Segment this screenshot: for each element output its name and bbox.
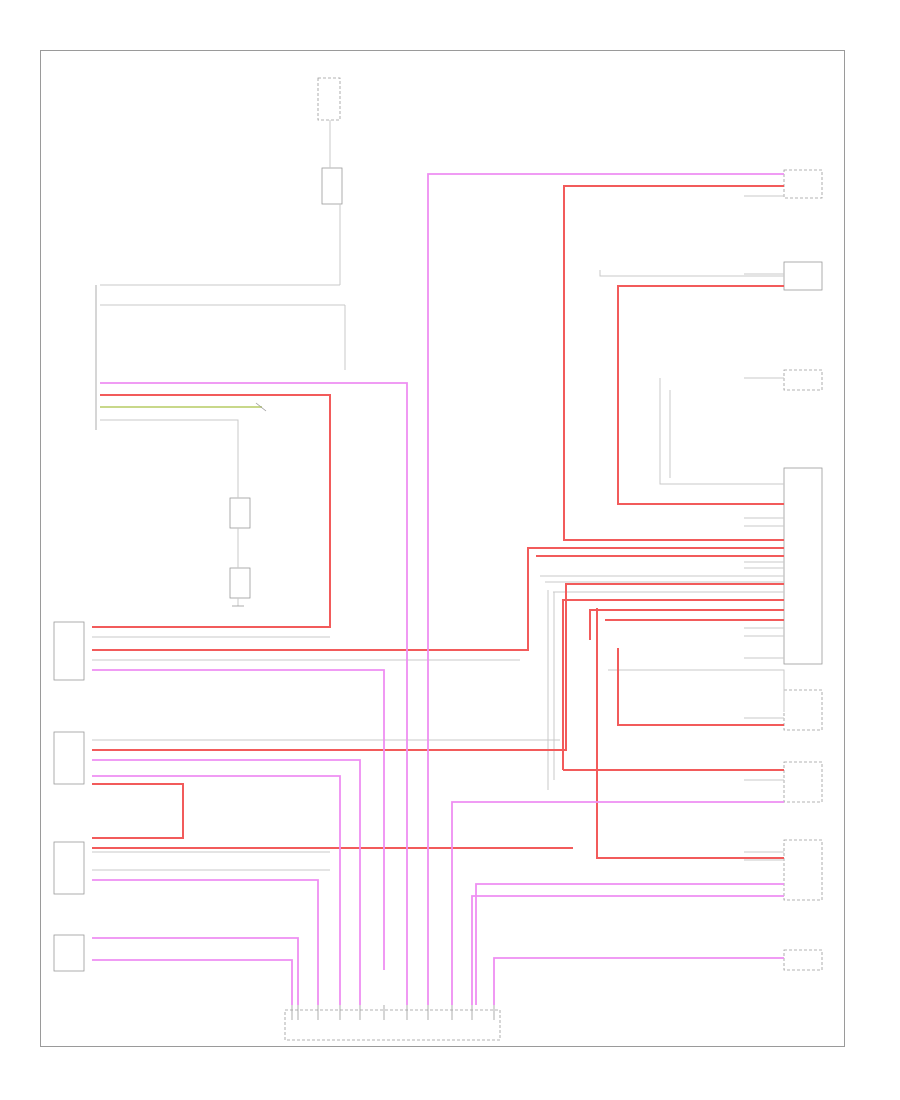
diagram-frame <box>40 50 845 1047</box>
seat-control-switch-left <box>53 731 85 785</box>
steering-module <box>783 369 823 391</box>
fuse-lower <box>229 567 251 599</box>
red-wires <box>92 185 784 859</box>
control-unit <box>783 949 823 971</box>
gray-wires <box>92 120 785 871</box>
sensor-module <box>783 689 823 731</box>
pink-wires <box>92 173 784 1005</box>
bottom-connector-pins <box>291 1005 495 1020</box>
fuse-box-upper <box>321 167 343 205</box>
ground-symbols <box>232 402 267 607</box>
seat-control-module-left <box>53 621 85 681</box>
slide-motor <box>783 761 823 803</box>
fuse-mid <box>229 497 251 529</box>
components <box>53 77 823 1041</box>
memory-seat-module <box>783 261 823 291</box>
seat-control-module-right <box>783 169 823 199</box>
seat-control-switch-right <box>783 839 823 901</box>
battery-fuse-box <box>317 77 341 121</box>
bottom-connector-block <box>284 1009 501 1041</box>
seat-heater-left <box>53 841 85 895</box>
junction-connector-block <box>783 467 823 665</box>
lumbar-module <box>53 934 85 972</box>
